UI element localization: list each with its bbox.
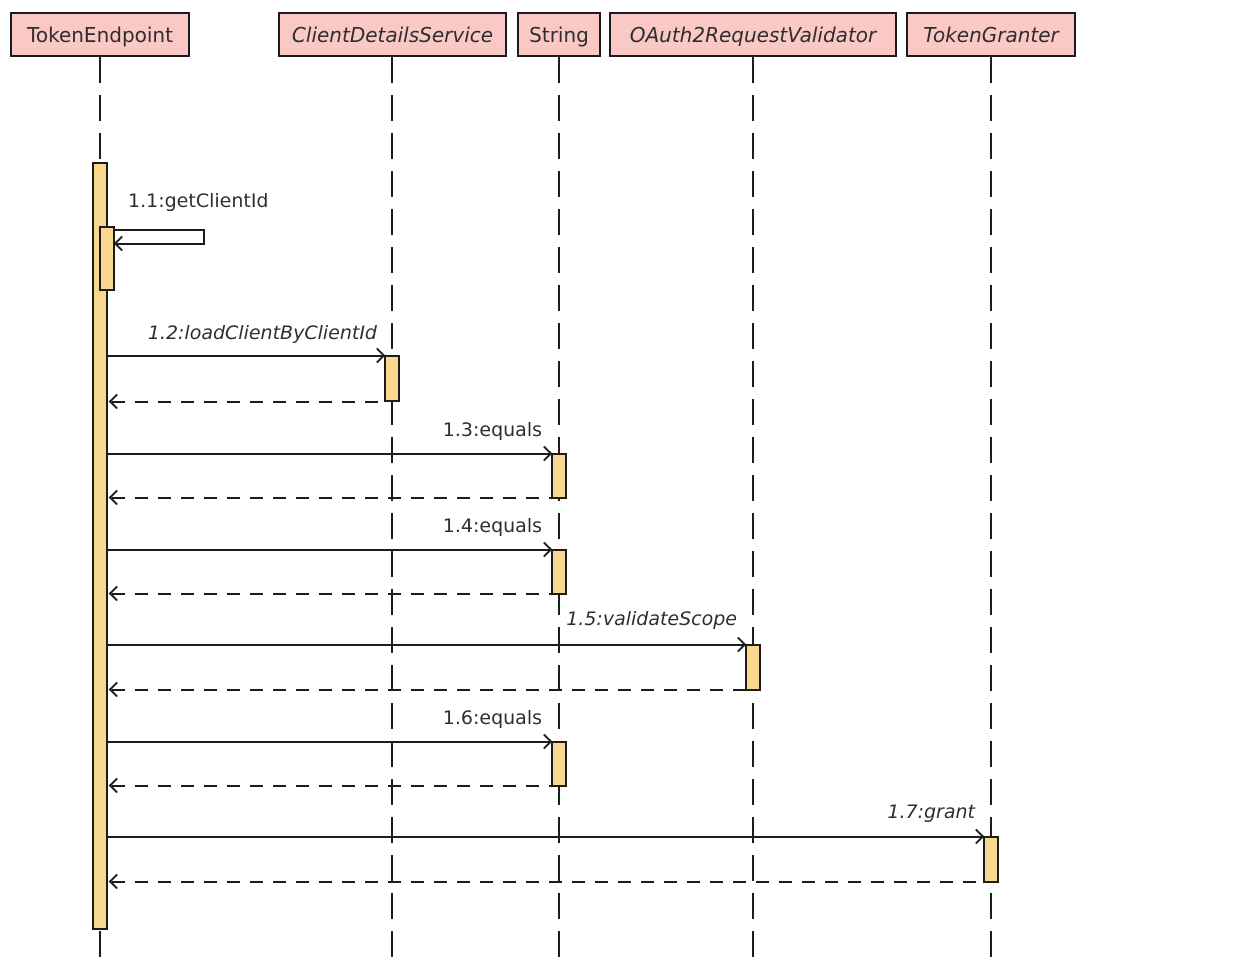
message-label-1-6: 1.6:equals [442,707,542,729]
arrowhead-left-icon [108,681,125,698]
message-line-1-6 [108,741,551,743]
activation-string-1 [551,453,567,499]
arrowhead-right-icon [369,347,386,364]
lifeline-clientdetailsservice [391,57,393,968]
message-line-1-3 [108,453,551,455]
participant-oauth2requestvalidator: OAuth2RequestValidator [609,12,897,57]
arrowhead-right-icon [536,541,553,558]
arrowhead-left-icon [108,489,125,506]
arrowhead-left-icon [108,873,125,890]
arrowhead-right-icon [536,733,553,750]
message-label-1-1: 1.1:getClientId [128,190,269,212]
activation-oauth2requestvalidator [745,644,761,691]
arrowhead-right-icon [536,445,553,462]
participant-string: String [517,12,601,57]
message-label-1-3: 1.3:equals [442,419,542,441]
message-line-1-7 [108,836,983,838]
message-self-call-1-1 [114,229,205,245]
return-line-1-6 [112,785,551,787]
arrowhead-left-icon [108,585,125,602]
participant-tokenendpoint: TokenEndpoint [10,12,190,57]
lifeline-string [558,57,560,968]
return-line-1-2 [112,401,384,403]
activation-string-2 [551,549,567,595]
arrowhead-right-icon [730,636,747,653]
participant-tokengranter: TokenGranter [906,12,1076,57]
activation-clientdetailsservice [384,355,400,402]
arrowhead-right-icon [968,828,985,845]
arrowhead-left-icon [108,777,125,794]
lifeline-tokengranter [990,57,992,968]
participant-clientdetailsservice: ClientDetailsService [278,12,507,57]
activation-string-3 [551,741,567,787]
message-label-1-7: 1.7:grant [887,801,975,823]
message-label-1-5: 1.5:validateScope [566,608,737,630]
return-line-1-5 [112,689,745,691]
message-line-1-4 [108,549,551,551]
message-line-1-5 [108,644,745,646]
lifeline-oauth2requestvalidator [752,57,754,968]
message-line-1-2 [108,355,384,357]
activation-tokengranter [983,836,999,883]
activation-tokenendpoint-main [92,162,108,930]
message-label-1-4: 1.4:equals [442,515,542,537]
arrowhead-left-icon [108,393,125,410]
activation-tokenendpoint-nested [99,226,115,291]
message-label-1-2: 1.2:loadClientByClientId [147,322,377,344]
return-line-1-7 [112,881,983,883]
return-line-1-4 [112,593,551,595]
return-line-1-3 [112,497,551,499]
